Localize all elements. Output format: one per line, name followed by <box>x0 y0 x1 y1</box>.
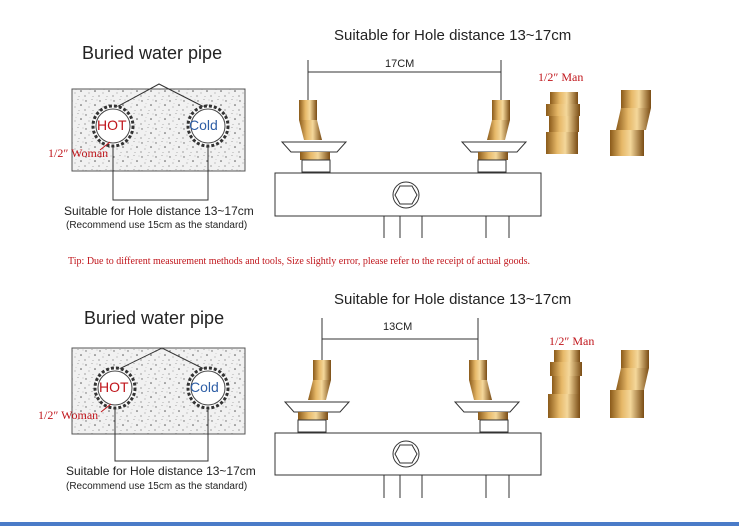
dimension-label: 13CM <box>383 321 413 333</box>
hot-pipe-icon <box>91 104 135 148</box>
straight-fitting-icon <box>548 350 582 418</box>
woman-thread-label: 1/2″ Woman <box>38 408 99 422</box>
panel-2: Buried water pipe HOT Cold 1/2″ Woman Su… <box>0 278 739 526</box>
dimension-label: 17CM <box>385 58 415 70</box>
eccentric-connector-left <box>283 360 351 433</box>
cold-label: Cold <box>190 379 219 395</box>
wall-diagram <box>71 83 246 201</box>
mixer-diagram <box>274 60 651 238</box>
eccentric-connector-left <box>280 100 348 173</box>
eccentric-connector-right <box>460 100 528 173</box>
cold-pipe-icon <box>186 104 230 148</box>
hot-label: HOT <box>97 117 127 133</box>
offset-fitting-icon <box>610 90 651 156</box>
woman-thread-label: 1/2″ Woman <box>48 146 109 160</box>
mixer-diagram <box>274 318 649 498</box>
recommend-text: (Recommend use 15cm as the standard) <box>66 481 248 492</box>
cold-label: Cold <box>189 117 218 133</box>
hole-distance-text: Suitable for Hole distance 13~17cm <box>64 204 254 218</box>
hole-distance-text: Suitable for Hole distance 13~17cm <box>66 464 256 478</box>
top-hole-distance-title: Suitable for Hole distance 13~17cm <box>334 27 572 44</box>
man-thread-label: 1/2″ Man <box>538 70 584 84</box>
offset-fitting-icon <box>610 350 649 418</box>
mixer-body <box>274 432 542 498</box>
buried-pipe-title: Buried water pipe <box>84 308 225 328</box>
hot-label: HOT <box>99 379 129 395</box>
wall-diagram <box>71 347 246 462</box>
top-hole-distance-title: Suitable for Hole distance 13~17cm <box>334 291 572 308</box>
tip-text: Tip: Due to different measurement method… <box>68 256 530 267</box>
bottom-accent-bar <box>0 522 739 526</box>
recommend-text: (Recommend use 15cm as the standard) <box>66 220 248 231</box>
straight-fitting-icon <box>546 92 580 154</box>
buried-pipe-title: Buried water pipe <box>82 43 223 63</box>
mixer-body <box>274 172 542 238</box>
panel-1: Buried water pipe HOT Cold 1/2″ Woman Su… <box>0 0 739 250</box>
eccentric-connector-right <box>453 360 521 433</box>
man-thread-label: 1/2″ Man <box>549 334 595 348</box>
hot-pipe-icon <box>93 366 137 410</box>
